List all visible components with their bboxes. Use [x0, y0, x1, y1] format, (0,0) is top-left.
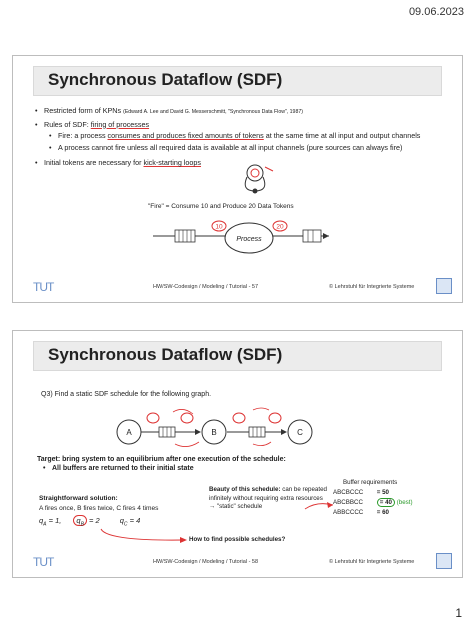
loop-diagram — [244, 164, 274, 194]
beauty-text: can be repeated infinitely without requi… — [209, 486, 327, 502]
best-note: (best) — [396, 499, 413, 506]
university-logo: TUT — [33, 280, 54, 294]
buffer-title: Buffer requirements — [343, 479, 398, 486]
svg-text:A: A — [126, 428, 132, 437]
buffer-row: ABCBCCC = 50 — [333, 488, 413, 498]
output-buffer — [302, 229, 322, 243]
static-schedule: → "static" schedule — [209, 503, 263, 510]
slide-footer: TUT HW/SW-Codesign / Modeling / Tutorial… — [13, 278, 462, 296]
svg-text:C: C — [297, 428, 303, 437]
buffer-value: = 40 — [376, 498, 395, 507]
bullet-text: Initial tokens are necessary for — [44, 158, 144, 167]
bullet-text: at the same time at all input and output… — [263, 131, 421, 140]
repetition-vector: qA = 1, qB = 2 qC = 4 — [39, 515, 141, 528]
buffer-value: = 50 — [376, 489, 389, 496]
process-node — [224, 222, 274, 254]
fire-caption: "Fire" = Consume 10 and Produce 20 Data … — [148, 203, 294, 210]
q-a: qA = 1, — [39, 516, 62, 528]
target-bullet: All buffers are returned to their initia… — [43, 464, 367, 473]
bullet-text: Rules of SDF: — [44, 119, 91, 129]
slide-header: Synchronous Dataflow (SDF) — [33, 66, 442, 96]
slide-58: Synchronous Dataflow (SDF) Q3) Find a st… — [12, 330, 463, 578]
node-a: A — [116, 419, 142, 445]
sub-bullet-cannot-fire: A process cannot fire unless all require… — [49, 143, 444, 153]
target-text: Target: bring system to an equilibrium a… — [37, 455, 367, 475]
straightforward-solution: Straightforward solution: A fires once, … — [39, 494, 158, 514]
bullet-rules: Rules of SDF: firing of processes — [35, 120, 444, 130]
sfs-title: Straightforward solution: — [39, 495, 118, 502]
beauty-bold: Beauty of this schedule: — [209, 486, 281, 493]
chair-text: © Lehrstuhl für Integrierte Systeme — [329, 284, 415, 290]
beauty-note: Beauty of this schedule: can be repeated… — [209, 486, 329, 512]
q-c: qC = 4 — [119, 516, 141, 528]
slide-title: Synchronous Dataflow (SDF) — [48, 70, 283, 89]
buffer-row: ABBCCCC = 60 — [333, 508, 413, 518]
underlined-text: firing of processes — [90, 119, 150, 129]
footer-text: HW/SW-Codesign / Modeling / Tutorial - 5… — [153, 559, 259, 565]
buffer-row: ABCBBCC = 40 (best) — [333, 498, 413, 508]
page-number: 1 — [455, 606, 462, 620]
slide-body: Restricted form of KPNs (Edward A. Lee a… — [35, 106, 444, 170]
produce-rate: 20 — [276, 224, 284, 231]
print-date: 09.06.2023 — [408, 6, 464, 18]
buffer-schedule: ABBCCCC — [333, 509, 364, 516]
bullet-initial-tokens: Initial tokens are necessary for kick-st… — [35, 158, 444, 168]
slide-footer: TUT HW/SW-Codesign / Modeling / Tutorial… — [13, 553, 462, 571]
node-b: B — [201, 419, 227, 445]
process-diagram: Process 10 20 — [153, 220, 329, 254]
buffer-value: = 60 — [376, 509, 389, 516]
svg-text:B: B — [211, 428, 216, 437]
sfs-text: A fires once, B fires twice, C fires 4 t… — [39, 505, 159, 512]
chair-logo — [436, 278, 452, 294]
consume-rate-circle — [211, 220, 227, 232]
consume-rate: 10 — [215, 224, 223, 231]
q-b-value: = 2 — [86, 516, 100, 525]
buffer-schedule: ABCBBCC — [333, 499, 363, 506]
annotation-arrow — [304, 502, 334, 510]
slide-header: Synchronous Dataflow (SDF) — [33, 341, 442, 371]
sdf-graph: A B C — [116, 407, 313, 447]
chair-text: © Lehrstuhl für Integrierte Systeme — [329, 559, 415, 565]
underlined-text: consumes and produces fixed amounts of t… — [107, 131, 264, 140]
howto-arrow — [100, 528, 187, 543]
target-line: Target: bring system to an equilibrium a… — [37, 456, 286, 463]
bullet-kpn: Restricted form of KPNs (Edward A. Lee a… — [35, 106, 444, 118]
bullet-text: A process cannot fire unless all require… — [58, 142, 403, 152]
slide-57: Synchronous Dataflow (SDF) Restricted fo… — [12, 55, 463, 303]
reference: (Edward A. Lee and David G. Messerschmit… — [123, 109, 303, 115]
bullet-text: Restricted form of KPNs — [44, 106, 122, 115]
produce-rate-circle — [272, 220, 288, 232]
sub-bullet-fire: Fire: a process consumes and produces fi… — [49, 131, 444, 141]
process-label: Process — [236, 236, 262, 243]
underlined-text: kick-starting loops — [143, 158, 202, 167]
slide-title: Synchronous Dataflow (SDF) — [48, 345, 283, 364]
chair-logo — [436, 553, 452, 569]
university-logo: TUT — [33, 555, 54, 569]
input-buffer — [174, 229, 196, 243]
buffer-schedule: ABCBCCC — [333, 489, 364, 496]
buffer-requirements: Buffer requirements ABCBCCC = 50 ABCBBCC… — [333, 478, 413, 518]
footer-text: HW/SW-Codesign / Modeling / Tutorial - 5… — [153, 284, 259, 290]
howto-question: How to find possible schedules? — [189, 536, 286, 543]
bullet-text: All buffers are returned to their initia… — [52, 465, 194, 472]
question-text: Q3) Find a static SDF schedule for the f… — [41, 391, 212, 398]
bullet-text: Fire: a process — [58, 131, 108, 140]
node-c: C — [287, 419, 313, 445]
q-b: qB — [73, 515, 87, 528]
